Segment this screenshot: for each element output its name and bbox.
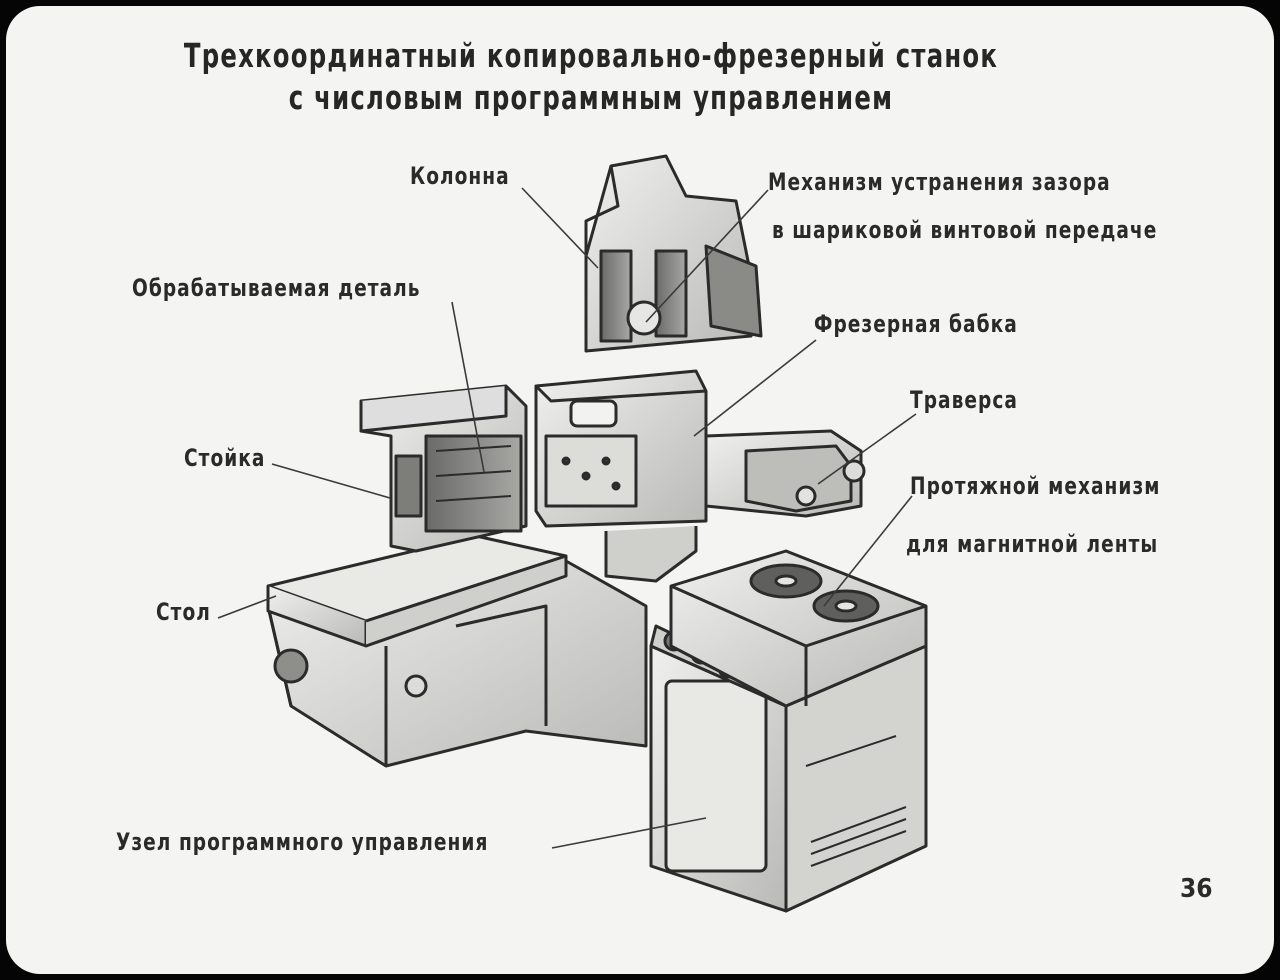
label-workpiece: Обрабатываемая деталь bbox=[132, 274, 421, 302]
label-stand: Стойка bbox=[184, 444, 266, 472]
machine-crossbeam bbox=[704, 429, 866, 518]
label-backlash-line2: в шариковой винтовой передаче bbox=[772, 216, 1158, 244]
leader-column bbox=[521, 187, 599, 269]
label-milling-head: Фрезерная бабка bbox=[814, 310, 1018, 338]
label-table: Стол bbox=[156, 598, 211, 626]
slide-title-line1: Трехкоординатный копировально-фрезерный … bbox=[183, 36, 999, 75]
control-cabinet bbox=[649, 624, 928, 913]
leader-backlash bbox=[645, 189, 769, 323]
tape-drive bbox=[669, 549, 928, 708]
label-crossbeam: Траверса bbox=[910, 386, 1018, 414]
leader-lines bbox=[217, 187, 917, 849]
machine-milling-head bbox=[534, 369, 708, 583]
leader-workpiece bbox=[451, 301, 485, 473]
leader-table bbox=[217, 595, 277, 619]
machine-stand bbox=[359, 384, 528, 553]
leader-milling-head bbox=[693, 339, 817, 437]
leader-stand bbox=[271, 463, 391, 499]
machine-table bbox=[266, 534, 568, 648]
machine-column bbox=[584, 154, 763, 353]
label-tape-drive-line1: Протяжной механизм bbox=[910, 472, 1161, 500]
label-backlash-line1: Механизм устранения зазора bbox=[768, 168, 1111, 196]
label-control-unit: Узел программного управления bbox=[116, 828, 489, 856]
slide-frame: Трехкоординатный копировально-фрезерный … bbox=[6, 6, 1274, 974]
leader-tape-drive bbox=[823, 495, 913, 607]
slide-title-line2: с числовым программным управлением bbox=[288, 78, 894, 117]
page-number: 36 bbox=[1180, 874, 1213, 904]
leader-crossbeam bbox=[817, 413, 917, 485]
machine-illustration bbox=[217, 154, 928, 913]
label-column: Колонна bbox=[410, 162, 510, 190]
label-tape-drive-line2: для магнитной ленты bbox=[906, 530, 1159, 558]
leader-control-unit bbox=[551, 817, 707, 849]
